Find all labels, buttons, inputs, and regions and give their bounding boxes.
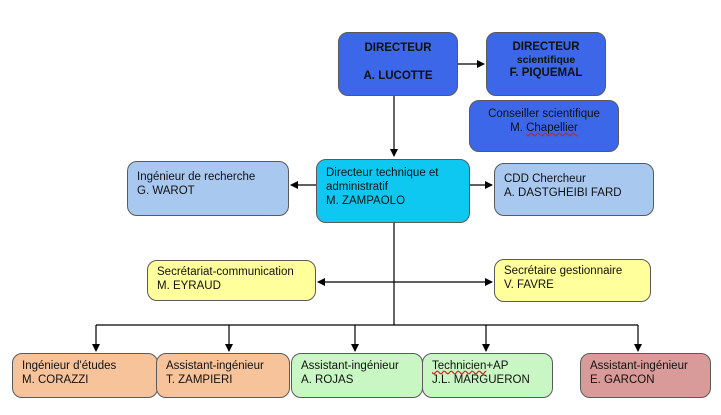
scientific-advisor-name-prefix: M.	[510, 122, 527, 134]
director-box: DIRECTEUR A. LUCOTTE	[338, 32, 458, 96]
technician-box: Technicien+AP J.L. MARGUERON	[422, 353, 553, 398]
technician-name: J.L. MARGUERON	[432, 374, 530, 386]
technical-director-name: M. ZAMPAOLO	[326, 195, 406, 207]
scientific-director-box: DIRECTEUR scientifique F. PIQUEMAL	[486, 32, 606, 96]
study-engineer-title: Ingénieur d'études	[22, 360, 117, 372]
assistant-engineer-rojas-title: Assistant-ingénieur	[301, 360, 399, 372]
scientific-advisor-name: M. Chapellier	[479, 121, 609, 135]
research-engineer-name: G. WAROT	[137, 185, 195, 197]
secretariat-box: Secrétariat-communication M. EYRAUD	[147, 260, 316, 301]
assistant-engineer-garcon-title: Assistant-ingénieur	[590, 360, 688, 372]
technical-director-title-1: Directeur technique et	[326, 167, 439, 179]
secretary-manager-box: Secrétaire gestionnaire V. FAVRE	[494, 259, 651, 302]
research-engineer-title: Ingénieur de recherche	[137, 171, 256, 183]
scientific-advisor-title: Conseiller scientifique	[488, 108, 600, 120]
technical-director-box: Directeur technique et administratif M. …	[316, 159, 470, 223]
study-engineer-box: Ingénieur d'études M. CORAZZI	[12, 353, 158, 398]
scientific-director-subtitle: scientifique	[516, 54, 576, 66]
cdd-researcher-name: A. DASTGHEIBI FARD	[504, 187, 622, 199]
scientific-director-title: DIRECTEUR	[512, 41, 580, 53]
secretary-manager-title: Secrétaire gestionnaire	[504, 265, 623, 277]
secretariat-name: M. EYRAUD	[157, 280, 221, 292]
assistant-engineer-rojas-box: Assistant-ingénieur A. ROJAS	[291, 353, 423, 398]
technician-title-main: Technicien	[432, 360, 487, 372]
scientific-advisor-box: Conseiller scientifique M. Chapellier	[469, 100, 619, 152]
technician-title: Technicien+AP	[432, 359, 543, 373]
assistant-engineer-garcon-box: Assistant-ingénieur E. GARCON	[580, 353, 711, 398]
assistant-engineer-rojas-name: A. ROJAS	[301, 374, 354, 386]
research-engineer-box: Ingénieur de recherche G. WAROT	[127, 161, 289, 216]
scientific-advisor-surname: Chapellier	[526, 122, 578, 134]
secretary-manager-name: V. FAVRE	[504, 279, 554, 291]
cdd-researcher-title: CDD Chercheur	[504, 173, 586, 185]
technician-title-suffix: +AP	[486, 360, 509, 372]
scientific-director-name: F. PIQUEMAL	[509, 67, 583, 79]
study-engineer-name: M. CORAZZI	[22, 374, 89, 386]
assistant-engineer-zampieri-title: Assistant-ingénieur	[166, 360, 264, 372]
technical-director-title-2: administratif	[326, 181, 388, 193]
director-title: DIRECTEUR	[364, 42, 432, 54]
assistant-engineer-zampieri-box: Assistant-ingénieur T. ZAMPIERI	[156, 353, 290, 398]
director-name: A. LUCOTTE	[363, 70, 433, 82]
assistant-engineer-garcon-name: E. GARCON	[590, 374, 655, 386]
secretariat-title: Secrétariat-communication	[157, 266, 294, 278]
assistant-engineer-zampieri-name: T. ZAMPIERI	[166, 374, 233, 386]
cdd-researcher-box: CDD Chercheur A. DASTGHEIBI FARD	[494, 163, 654, 216]
